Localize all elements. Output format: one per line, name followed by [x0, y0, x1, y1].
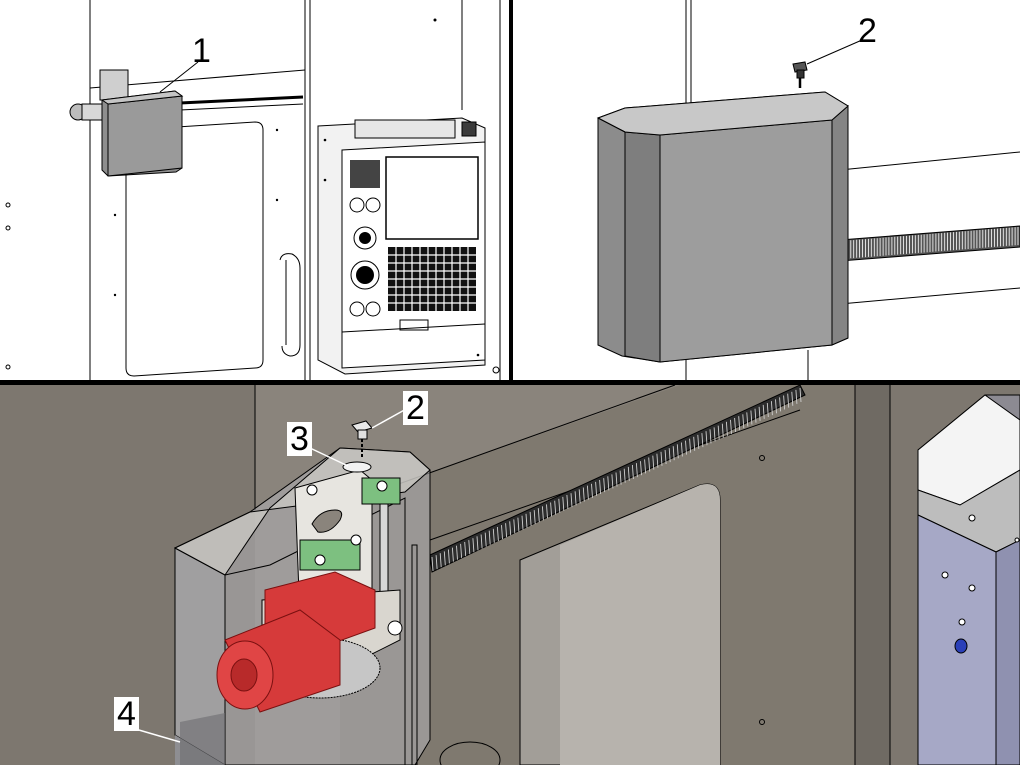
motor — [216, 571, 376, 713]
callout-2-panel-b: 2 — [858, 12, 877, 50]
screw-icon — [351, 420, 373, 458]
screw-icon — [792, 61, 808, 88]
callout-3: 3 — [287, 422, 312, 456]
rack-gear — [839, 225, 1020, 262]
panel-divider-vertical — [509, 0, 513, 385]
transparent-motor-cover — [173, 447, 501, 765]
side-panel — [917, 394, 1020, 765]
door-motor-cover — [69, 69, 184, 177]
callout-4: 4 — [114, 697, 139, 731]
callout-1: 1 — [192, 32, 211, 70]
panel-cover-removal — [596, 0, 1020, 380]
panel-divider-horizontal — [0, 380, 1020, 385]
rack-gear — [429, 384, 806, 573]
panel-cover-detail — [0, 384, 1020, 765]
control-pendant — [317, 117, 486, 375]
motor-cover — [596, 91, 849, 363]
panel-machine-overview — [0, 0, 509, 380]
callout-2-panel-c: 2 — [403, 391, 428, 425]
